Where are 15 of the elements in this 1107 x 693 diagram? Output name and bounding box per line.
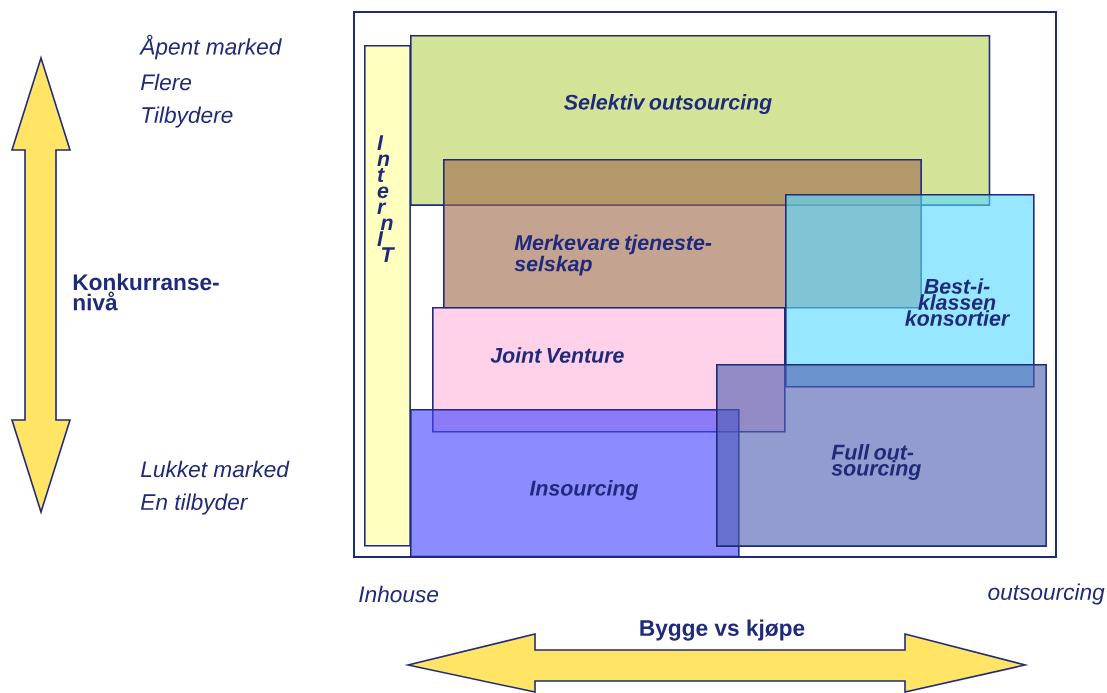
- axis-title: Bygge vs kjøpe: [640, 619, 805, 641]
- axis-label: En tilbyder: [140, 493, 249, 515]
- overlapping-box: Best-i-klassen konsortier: [785, 194, 1035, 388]
- axis-title: Konkurranse-nivå: [73, 273, 219, 311]
- axis-label: Lukket marked: [140, 460, 290, 478]
- overlapping-box: Full out-sourcing: [716, 364, 1047, 547]
- axis-label: outsourcing: [988, 583, 1105, 605]
- axis-label: Tilbydere: [142, 106, 233, 128]
- axis-label: Inhouse: [359, 585, 439, 603]
- axis-label: Flere: [140, 73, 192, 91]
- axis-label: Åpent marked: [139, 34, 282, 60]
- overlapping-box: Joint Venture: [432, 307, 786, 433]
- overlapping-box: Insourcing: [410, 409, 740, 558]
- overlapping-box: Selektiv outsourcing: [410, 35, 991, 206]
- vertical-bar: Intern IT: [364, 45, 411, 547]
